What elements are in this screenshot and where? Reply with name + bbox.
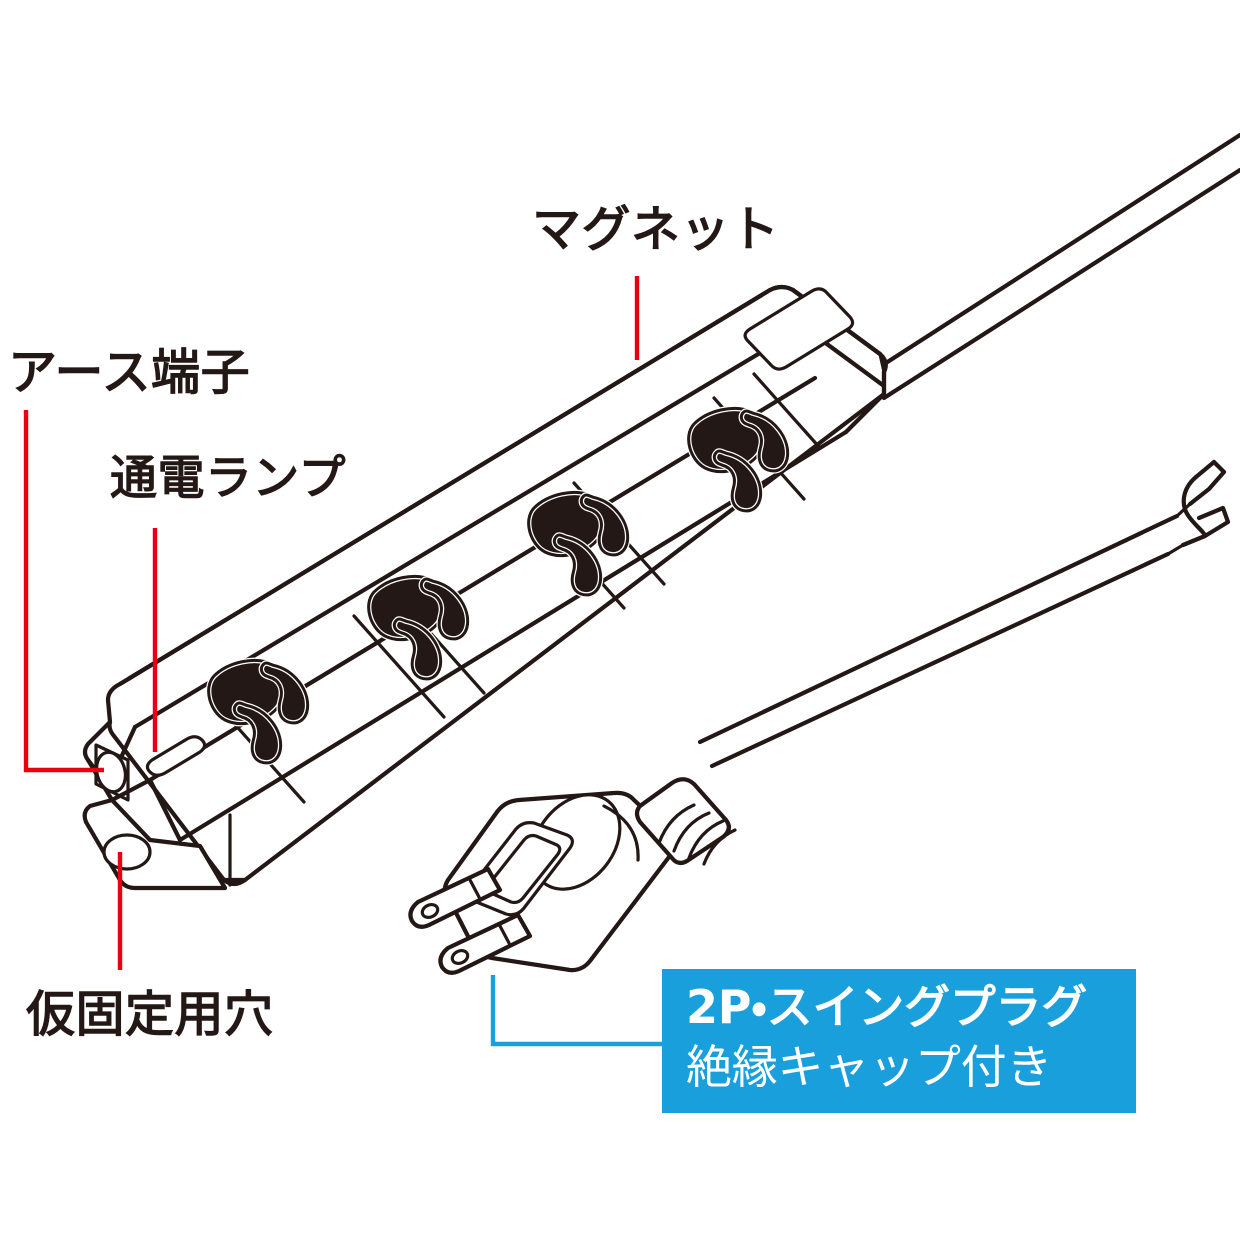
callout-label-power-lamp: 通電ランプ [110,451,346,506]
outlet-2 [365,573,471,682]
swing-plug-callout-line2: 絶縁キャップ付き [686,1039,1053,1094]
plug-blade-lower [438,912,533,975]
swing-plug [408,777,737,975]
ground-wire [697,459,1231,769]
outlet-4 [685,405,791,514]
leader-swing-plug [490,975,668,1047]
callout-label-earth-terminal: アース端子 [8,344,251,401]
fork-terminal-icon [1180,459,1231,548]
leader-earth-terminal [23,410,104,773]
strain-relief-ribs [657,803,737,866]
outlet-3 [525,489,631,598]
outlet-1 [205,657,311,766]
plug-blade-upper [408,866,503,929]
callout-label-mounting-hole: 仮固定用穴 [26,986,274,1043]
magnet-panel [743,287,855,371]
swing-plug-callout-box: 2P・スイングプラグ 絶縁キャップ付き [662,969,1136,1113]
power-lamp-icon [145,735,207,777]
swing-plug-callout-line1: 2P・スイングプラグ [686,980,1088,1034]
callout-label-magnet: マグネット [532,201,780,258]
power-cord [869,132,1240,401]
